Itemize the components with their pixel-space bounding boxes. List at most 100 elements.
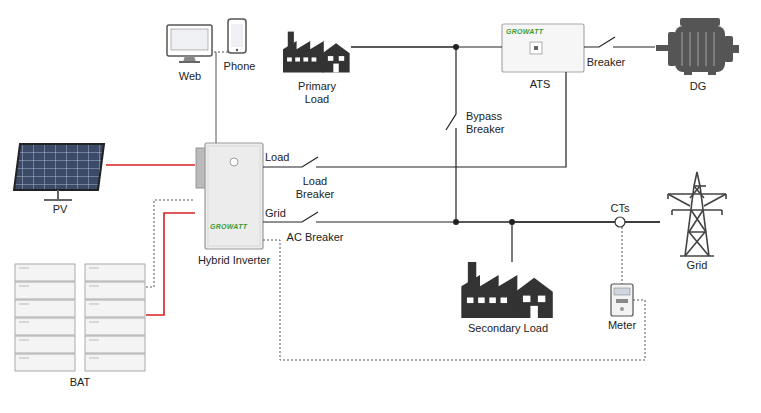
drawing-part: [668, 32, 676, 66]
drawing-part: [15, 318, 75, 335]
drawing-part: [230, 158, 238, 166]
breaker-symbol: [446, 110, 463, 134]
breaker-symbol: [595, 37, 617, 54]
drawing-part: [668, 194, 726, 210]
drawing-part: [85, 318, 145, 335]
drawing-part: [512, 222, 660, 262]
drawing-part: [85, 354, 145, 371]
drawing-part: [263, 240, 645, 360]
drawing-part: [15, 300, 75, 317]
component-label: Hybrid Inverter: [184, 254, 284, 267]
factory-icon: [461, 262, 552, 318]
drawing-part: [85, 282, 145, 299]
grid-tower-icon: [668, 172, 726, 256]
wire-connector: [351, 47, 660, 222]
drawing-part: [85, 264, 145, 281]
drawing-part: [684, 70, 692, 75]
drawing-part: [682, 32, 714, 66]
drawing-part: [171, 29, 208, 50]
component-label: BAT: [60, 376, 100, 389]
component-node: DG: [655, 18, 741, 76]
brand-logo: GROWATT: [506, 28, 556, 36]
component-node: Secondary Load: [455, 262, 561, 318]
wire-label: Load: [265, 151, 295, 164]
drawing-part: [89, 358, 99, 359]
drawing-part: [351, 47, 660, 222]
junction-dot: [453, 44, 459, 50]
component-node: PV: [14, 143, 106, 201]
drawing-part: [85, 300, 145, 317]
drawing-part: [680, 18, 720, 26]
drawing-part: [15, 264, 75, 281]
drawing-part: [89, 340, 99, 341]
meter-icon: [611, 284, 633, 316]
component-node: Grid: [660, 168, 734, 256]
drawing-part: [146, 200, 195, 287]
drawing-part: [614, 288, 630, 295]
drawing-part: [15, 354, 75, 371]
drawing-part: [534, 46, 538, 50]
wire-connector: [146, 213, 195, 315]
drawing-part: [620, 307, 624, 311]
component-label: DG: [683, 80, 713, 93]
drawing-part: [685, 172, 709, 256]
drawing-part: [595, 37, 617, 47]
drawing-part: [14, 144, 104, 190]
drawing-part: [19, 358, 29, 359]
wire-label: AC Breaker: [285, 231, 345, 244]
drawing-part: [19, 340, 29, 341]
component-node: Primary Load: [283, 28, 351, 76]
wire-connector: [146, 200, 195, 287]
wire-connector: [512, 222, 660, 262]
brand-logo: GROWATT: [210, 223, 260, 231]
wire-label: Breaker: [581, 56, 631, 69]
drawing-part: [15, 282, 75, 299]
drawing-part: [611, 284, 633, 316]
drawing-part: [179, 61, 200, 63]
wire-connector: [584, 47, 655, 48]
component-node: Meter: [611, 284, 633, 316]
wire-connector: [106, 165, 195, 166]
wire-label: Grid: [265, 207, 295, 220]
drawing-part: [89, 322, 99, 323]
drawing-part: [298, 212, 320, 222]
drawing-part: [236, 49, 238, 51]
drawing-part: [85, 336, 145, 353]
drawing-part: [298, 157, 320, 167]
generator-icon: [656, 18, 739, 75]
drawing-part: [146, 213, 195, 315]
component-label: Phone: [218, 60, 262, 73]
drawing-part: [231, 24, 243, 47]
drawing-part: [89, 268, 99, 269]
wire-label: CTs: [605, 202, 635, 215]
component-label: ATS: [525, 78, 555, 91]
drawing-part: [89, 304, 99, 305]
component-node: Phone: [228, 18, 247, 54]
drawing-part: [44, 190, 72, 200]
drawing-part: [675, 26, 725, 72]
drawing-part: [205, 143, 263, 249]
component-node: Hybrid Inverter: [205, 143, 263, 249]
pv-icon: [14, 144, 104, 200]
drawing-part: [680, 255, 714, 257]
drawing-part: [19, 268, 29, 269]
drawing-part: [167, 25, 212, 56]
breaker-symbol: [298, 157, 320, 174]
drawing-part: [530, 42, 542, 54]
inverter-icon: [196, 143, 263, 249]
component-label: Primary Load: [289, 80, 345, 106]
factory-icon: [283, 32, 350, 73]
component-node: Web: [166, 24, 214, 64]
ct-signal-line: [622, 227, 623, 284]
drawing-part: [724, 36, 733, 62]
wire-label: Bypass Breaker: [466, 110, 516, 136]
drawing-part: [106, 164, 195, 166]
ats-icon: [502, 24, 584, 72]
component-label: PV: [45, 203, 75, 216]
drawing-part: [15, 336, 75, 353]
